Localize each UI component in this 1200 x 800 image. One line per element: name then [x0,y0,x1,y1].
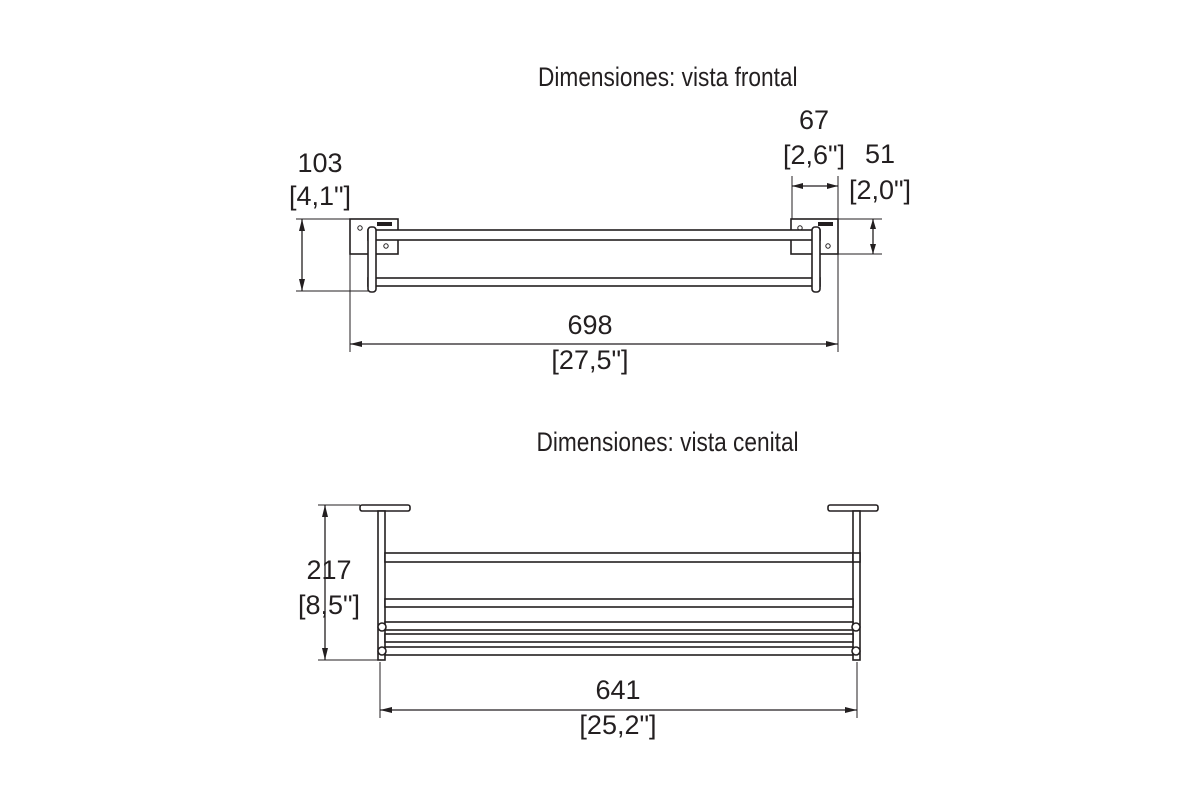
depth-inch-label: [8,5"] [298,590,360,620]
front-bottom-bar [367,277,821,287]
shelf-bar-2 [384,598,854,608]
projection-dimension: 67 [2,6"] [783,105,845,219]
left-arm [377,510,386,661]
depth-dimension: 217 [8,5"] [298,504,378,661]
right-wall-plate [827,504,879,512]
shelf-bar-4 [384,633,854,643]
left-end-cap-2 [377,646,387,656]
right-arm-joint [852,552,861,563]
height-inch-label: [4,1"] [289,181,351,211]
projection-inch-label: [2,6"] [783,140,845,170]
front-view-title: Dimensiones: vista frontal [538,62,798,92]
right-end-cap-2 [851,646,861,656]
height-dimension: 103 [4,1"] [289,148,368,292]
top-view-title: Dimensiones: vista cenital [537,427,799,457]
right-bracket [811,226,821,293]
shelf-bar-1 [384,552,854,563]
length-mm-label: 698 [567,310,612,340]
width-mm-label: 641 [595,675,640,705]
right-flange-screw-bottom [825,243,831,249]
depth-mm-label: 217 [306,555,351,585]
right-arm [852,510,861,661]
flange-mm-label: 51 [865,139,895,169]
left-flange-logo [377,222,392,226]
top-view: Dimensiones: vista cenital [298,427,879,740]
front-top-bar [367,229,821,241]
height-mm-label: 103 [297,148,342,178]
left-end-cap-1 [377,622,387,632]
left-bracket [367,226,377,293]
right-end-cap-1 [851,622,861,632]
flange-dimension: 51 [2,0"] [838,139,911,255]
width-dimension: 641 [25,2"] [379,662,858,740]
width-inch-label: [25,2"] [579,710,656,740]
left-flange-screw-bottom [383,243,389,249]
shelf-bar-5 [384,646,854,656]
front-view: Dimensiones: vista frontal [289,62,911,375]
top-towel-rack [359,504,879,661]
left-wall-plate [359,504,411,512]
shelf-bar-3 [384,621,854,631]
projection-mm-label: 67 [799,105,829,135]
length-inch-label: [27,5"] [551,345,628,375]
right-flange-logo [818,222,833,226]
length-dimension: 698 [27,5"] [349,254,839,375]
flange-inch-label: [2,0"] [849,175,911,205]
front-towel-rack [349,218,839,293]
left-flange-screw-top [357,225,363,231]
